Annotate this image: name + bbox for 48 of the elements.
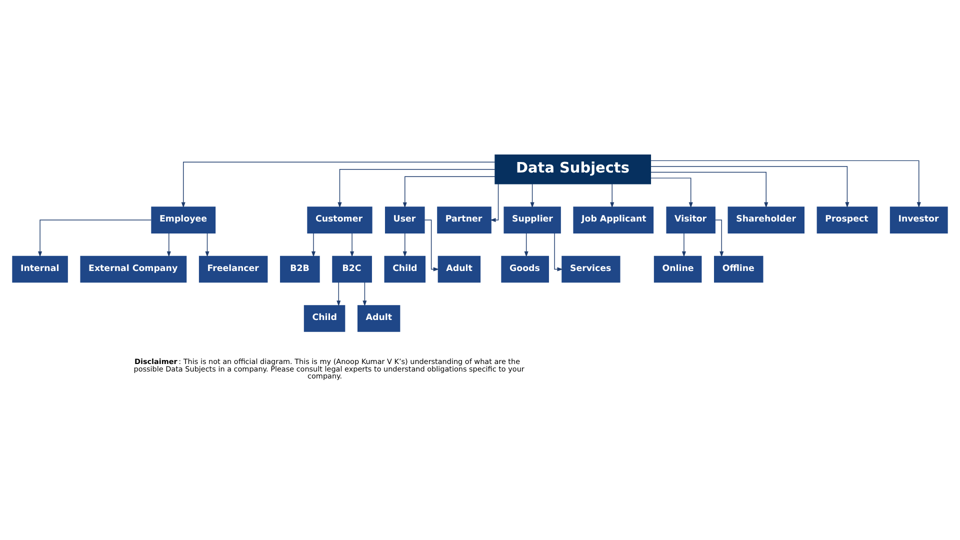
arrow [311, 232, 316, 258]
arrow [181, 162, 496, 208]
node-box: Adult [357, 305, 400, 332]
node-box: Online [654, 256, 702, 283]
node-box: Job Applicant [573, 206, 654, 234]
node-box: Supplier [504, 206, 561, 234]
arrow [350, 232, 354, 258]
node-box: Customer [307, 206, 372, 234]
arrow [610, 184, 614, 208]
arrow [336, 282, 341, 306]
node-box: Visitor [666, 206, 716, 234]
node-box: Investor [890, 206, 948, 234]
node-box: Child [384, 256, 426, 283]
node-box: Goods [501, 256, 549, 283]
node-box: Employee [151, 206, 216, 234]
arrow [650, 172, 768, 208]
node-box: Internal [12, 256, 68, 283]
node-box: Freelancer [198, 256, 268, 283]
arrow [402, 232, 407, 258]
arrow [490, 184, 499, 222]
node-box: B2B [280, 256, 320, 283]
node-box: Offline [714, 256, 764, 283]
arrow [524, 232, 528, 258]
node-box: Child [304, 305, 346, 332]
arrow [715, 220, 724, 258]
arrow [338, 169, 496, 208]
arrow [402, 176, 496, 208]
arrow [205, 232, 210, 258]
node-box: External Company [80, 256, 187, 283]
arrow [38, 220, 152, 258]
arrow [166, 232, 171, 258]
arrow [530, 184, 534, 208]
node-box: Services [562, 256, 620, 283]
node-box: User [384, 206, 425, 234]
arrow [554, 232, 564, 272]
label: Disclaimer : This is not an official diagram. This is my (Anoop Kumar V K’s) understanding of what are the possible Data Subjects in a company. Please consult legal experts to understand obligations specific to your company. [134, 357, 524, 381]
node-box: Prospect [816, 206, 878, 234]
node-box: Data Subjects [494, 154, 652, 184]
arrow [650, 166, 850, 208]
arrow [682, 232, 686, 258]
arrow [424, 220, 440, 272]
node-box: B2C [332, 256, 372, 283]
node-box: Adult [438, 256, 481, 283]
arrow [650, 160, 921, 208]
arrow [362, 282, 367, 306]
node-box: Partner [437, 206, 492, 234]
node-box: Shareholder [728, 206, 804, 234]
arrow [650, 178, 693, 208]
